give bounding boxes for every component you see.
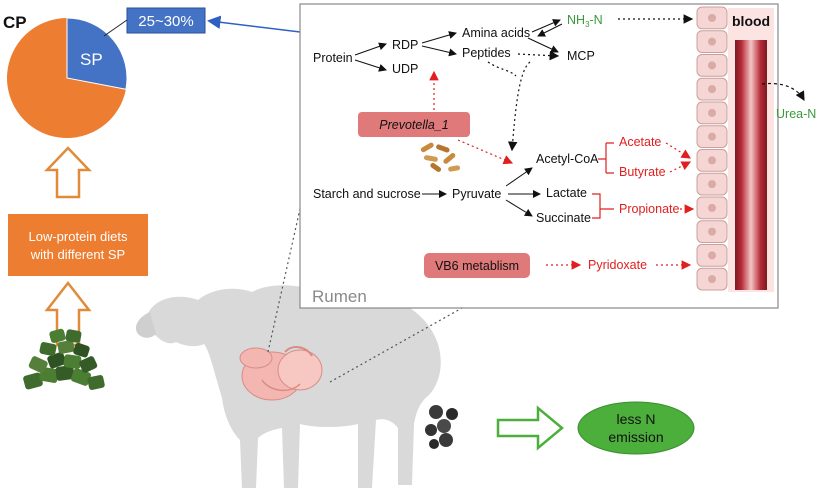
amino-acids-label: Amina acids (462, 26, 530, 40)
pyridoxate-label: Pyridoxate (588, 258, 647, 272)
arrow-to-acetylcoa-main (507, 61, 531, 152)
leader-line-top (267, 199, 303, 353)
vb6-label: VB6 metablism (435, 259, 519, 273)
leader-line-bottom (329, 307, 463, 383)
rdp-label: RDP (392, 38, 418, 52)
pie-sp-slice (66, 17, 128, 90)
mcp-label: MCP (567, 49, 595, 63)
cell-nucleus (708, 180, 716, 189)
bracket-acetyl (598, 142, 614, 174)
bracket-propionate (592, 193, 614, 219)
cell-nucleus (708, 13, 716, 22)
sp-label: SP (80, 50, 103, 69)
rumen-panel-label: Rumen (312, 287, 367, 306)
cell-nucleus (708, 251, 716, 260)
urea-n-label: Urea-N (776, 107, 816, 121)
peptides-label: Peptides (462, 46, 511, 60)
lactate-label: Lactate (546, 186, 587, 200)
diet-box-line1: Low-protein diets (29, 229, 128, 244)
outcome-line2: emission (608, 429, 663, 445)
starch-sucrose-label: Starch and sucrose (313, 187, 421, 201)
pie-rest-slice (6, 18, 126, 139)
hollow-arrow-right (496, 405, 564, 451)
arrow-pyruvate-acetylcoa (505, 167, 533, 187)
cell-nucleus (708, 37, 716, 46)
cell-nucleus (708, 132, 716, 141)
protein-label: Protein (313, 51, 353, 65)
cp-pie-chart: CP SP (3, 13, 128, 139)
cell-nucleus (708, 156, 716, 165)
sp-range-box (126, 7, 206, 34)
feces-illustration (425, 405, 458, 449)
sp-range-label: 25~30% (138, 13, 193, 30)
arrow-pyruvate-succinate (505, 199, 533, 217)
rumen-epithelium (696, 6, 728, 291)
diet-box-line2: with different SP (30, 247, 125, 262)
rumen-stomach-illustration (239, 346, 323, 401)
arrow-amino-nh3 (531, 19, 561, 33)
arrow-rdp-peptides (421, 45, 457, 57)
arrow-protein-rdp (354, 42, 387, 56)
propionate-label: Propionate (619, 202, 680, 216)
arrow-peptides-mcp (517, 50, 560, 61)
nh3-n-label: NH3-N (567, 13, 603, 29)
arrow-protein-udp (354, 59, 387, 72)
arrow-amino-mcp (527, 37, 559, 53)
blood-vessel (735, 40, 767, 290)
succinate-label: Succinate (536, 211, 591, 225)
udp-label: UDP (392, 62, 418, 76)
prevotella-label: Prevotella_1 (379, 118, 449, 132)
cell-nucleus (708, 227, 716, 236)
arrow-urea-out (761, 82, 805, 102)
vb6-box (424, 253, 530, 278)
cell-nucleus (708, 203, 716, 212)
acetate-label: Acetate (619, 135, 661, 149)
feed-pellets-illustration (23, 328, 105, 390)
cell-nucleus (708, 275, 716, 284)
diet-box (8, 214, 148, 276)
pyruvate-label: Pyruvate (452, 187, 501, 201)
cell-nucleus (708, 108, 716, 117)
cell-nucleus (708, 85, 716, 94)
outcome-line1: less N (617, 411, 656, 427)
butyrate-label: Butyrate (619, 165, 666, 179)
blood-label: blood (732, 13, 770, 29)
arrow-butyrate-blood (669, 161, 692, 173)
sp-range-connector (103, 19, 128, 37)
hollow-arrow-up-1 (44, 146, 92, 199)
arrow-rdp-amino (421, 31, 457, 44)
cell-nucleus (708, 61, 716, 70)
cp-label: CP (3, 13, 27, 32)
acetyl-coa-label: Acetyl-CoA (536, 152, 599, 166)
bacteria-illustration (420, 142, 461, 172)
arrow-nh3-amino (537, 23, 563, 37)
less-n-emission-ellipse (577, 401, 695, 455)
prevotella-box (358, 112, 470, 137)
